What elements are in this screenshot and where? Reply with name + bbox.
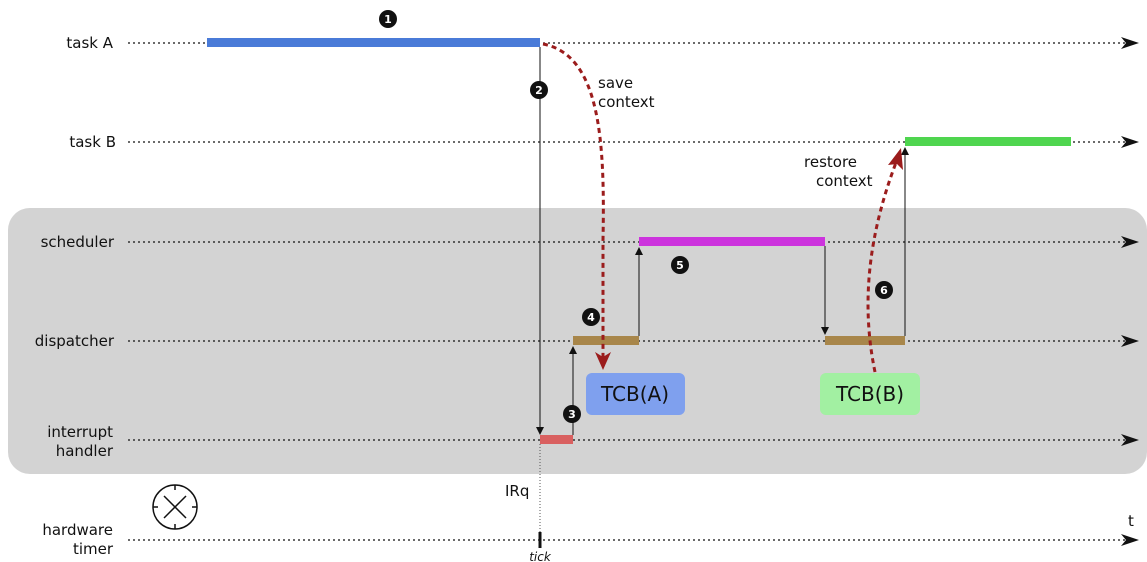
lane-label-interrupt-line2: handler bbox=[56, 442, 114, 460]
scheduler-bar bbox=[639, 237, 825, 246]
time-axis-label: t bbox=[1128, 512, 1134, 530]
step-marker-4: 4 bbox=[582, 308, 600, 326]
step-4-number: 4 bbox=[587, 311, 595, 324]
save-context-line1: save bbox=[598, 74, 633, 92]
step-3-number: 3 bbox=[568, 408, 576, 421]
step-5-number: 5 bbox=[676, 259, 684, 272]
save-context-arrowhead bbox=[595, 352, 611, 370]
restore-context-arrowhead bbox=[888, 148, 903, 170]
step-2-number: 2 bbox=[535, 84, 543, 97]
lane-label-timer-line1: hardware bbox=[42, 521, 113, 539]
irq-label: IRq bbox=[505, 482, 529, 500]
step-marker-1: 1 bbox=[379, 10, 397, 28]
step-marker-5: 5 bbox=[671, 256, 689, 274]
interrupt-handler-bar bbox=[540, 435, 573, 444]
dispatcher-bar-2 bbox=[825, 336, 905, 345]
step-marker-6: 6 bbox=[875, 281, 893, 299]
tcb-b-label: TCB(B) bbox=[835, 382, 904, 406]
save-context-line2: context bbox=[598, 93, 655, 111]
lane-label-task-b: task B bbox=[69, 133, 116, 151]
restore-context-line2: context bbox=[816, 172, 873, 190]
lane-label-task-a: task A bbox=[66, 34, 113, 52]
lane-label-interrupt-line1: interrupt bbox=[47, 423, 113, 441]
dispatcher-bar-1 bbox=[573, 336, 639, 345]
step-6-number: 6 bbox=[880, 284, 888, 297]
tcb-a-box bbox=[586, 373, 685, 415]
save-context-arrow bbox=[542, 42, 605, 362]
lane-label-scheduler: scheduler bbox=[41, 233, 115, 251]
task-a-bar bbox=[207, 38, 540, 47]
restore-context-line1: restore bbox=[804, 153, 857, 171]
step-marker-3: 3 bbox=[563, 405, 581, 423]
lane-label-timer-line2: timer bbox=[73, 540, 114, 558]
clock-icon bbox=[152, 484, 198, 530]
tick-label: tick bbox=[529, 550, 552, 562]
tcb-a-label: TCB(A) bbox=[600, 382, 669, 406]
lane-label-dispatcher: dispatcher bbox=[35, 332, 115, 350]
step-marker-2: 2 bbox=[530, 81, 548, 99]
task-b-bar bbox=[905, 137, 1071, 146]
tcb-b-box bbox=[820, 373, 920, 415]
step-1-number: 1 bbox=[384, 13, 392, 26]
